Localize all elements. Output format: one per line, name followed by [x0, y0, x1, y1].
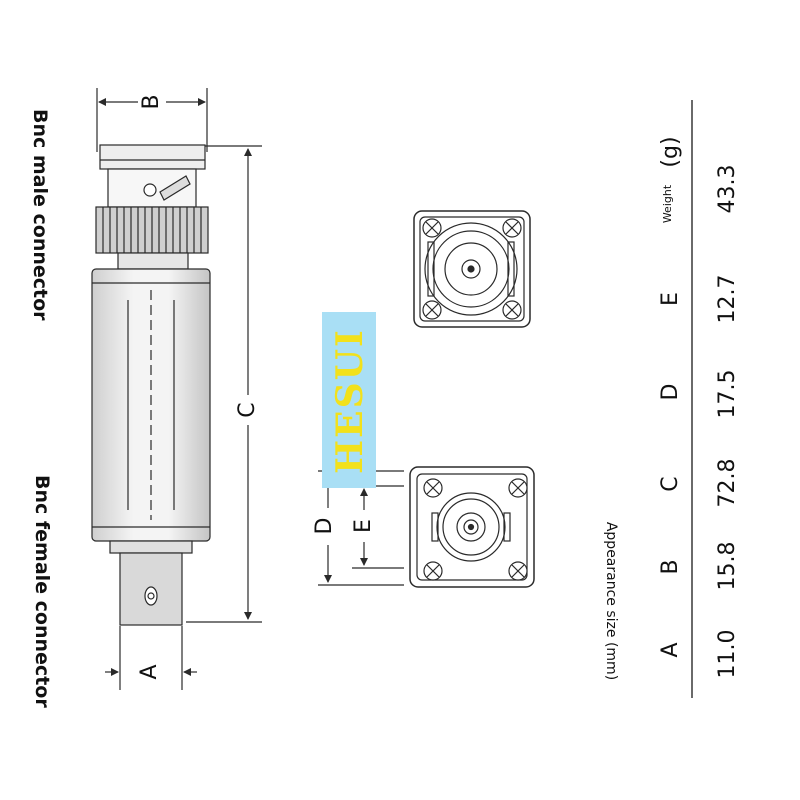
table-value-d: 17.5 — [715, 369, 740, 419]
screw-icon — [422, 300, 442, 320]
dimension-a — [105, 626, 197, 690]
table-header-c: C — [658, 476, 683, 492]
dimension-c — [186, 145, 262, 623]
bnc-female-end — [119, 552, 183, 626]
watermark-text: HESUI — [329, 328, 371, 474]
appearance-size-caption: Appearance size (mm) — [603, 521, 619, 681]
dim-letter-c: C — [235, 402, 260, 418]
dim-letter-d: D — [312, 517, 337, 535]
table-header-d: D — [658, 383, 683, 401]
bnc-male-cap — [99, 144, 206, 208]
table-value-a: 11.0 — [715, 629, 740, 679]
table-header-weight-unit: (g) — [658, 136, 683, 168]
table-header-a: A — [658, 642, 683, 658]
screw-icon — [508, 478, 528, 498]
dimension-b — [96, 88, 208, 152]
table-header-b: B — [658, 559, 683, 575]
dim-letter-a: A — [137, 664, 162, 680]
watermark-box — [322, 312, 376, 488]
table-header-e: E — [658, 292, 683, 306]
table-value-b: 15.8 — [715, 541, 740, 591]
screw-icon — [423, 561, 443, 581]
connector-body — [91, 268, 211, 554]
dim-letter-b: B — [139, 94, 164, 110]
dim-letter-e: E — [351, 519, 376, 533]
table-value-e: 12.7 — [715, 274, 740, 324]
screw-icon — [422, 218, 442, 238]
bnc-female-front-icon — [409, 466, 535, 588]
bnc-male-front-icon — [413, 210, 531, 328]
table-value-c: 72.8 — [715, 458, 740, 508]
table-value-weight: 43.3 — [715, 164, 740, 214]
screw-icon — [508, 561, 528, 581]
screw-icon — [502, 218, 522, 238]
screw-icon — [423, 478, 443, 498]
table-header-weight-label: Weight — [661, 184, 674, 224]
knurled-ring — [95, 206, 209, 254]
screw-icon — [502, 300, 522, 320]
